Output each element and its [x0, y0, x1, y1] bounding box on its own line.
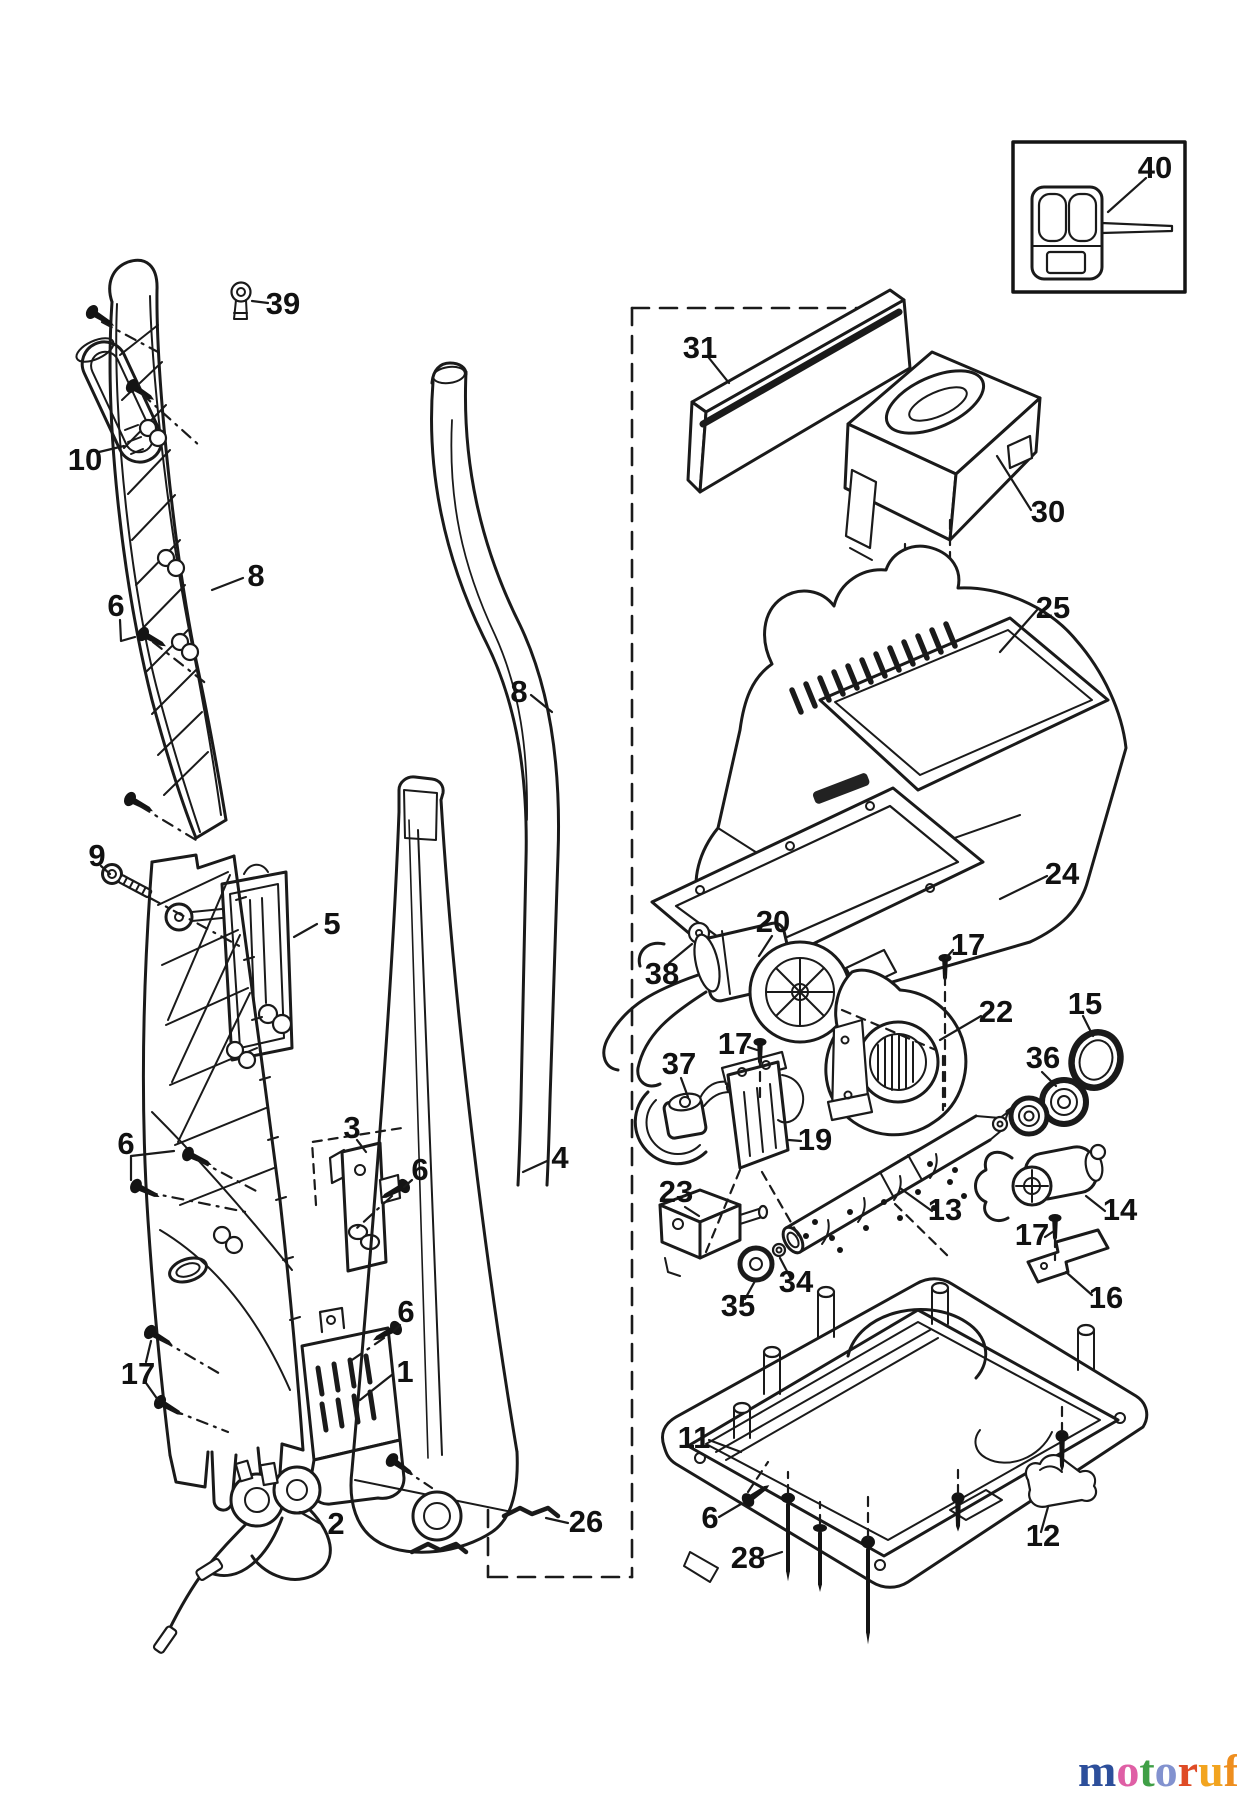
part-36-pulleys: [991, 1077, 1089, 1137]
callout-6-d: 6: [397, 1294, 414, 1329]
callout-24: 24: [1045, 856, 1080, 891]
callout-15: 15: [1068, 986, 1102, 1021]
base-posts: [732, 1281, 1096, 1439]
callout-40: 40: [1138, 150, 1172, 185]
part-1-cord-wrap-plate: [300, 1306, 406, 1506]
callout-6-a: 6: [107, 588, 124, 623]
part-31-filter-panel: [686, 288, 912, 494]
callout-35: 35: [721, 1288, 755, 1323]
callout-labels: 40 39 10 8 6 9 5 6 3 6 6 1 17 2 8 4 26 3…: [68, 150, 1172, 1575]
screw-axis-lines: [100, 320, 1064, 1540]
callout-30: 30: [1031, 494, 1065, 529]
vent-slots: [789, 621, 958, 715]
part-26-clips: [409, 1505, 561, 1555]
lower-handle-body: [141, 853, 305, 1512]
callout-39: 39: [266, 286, 300, 321]
callout-8-mid: 8: [510, 674, 527, 709]
watermark-word: motoruf.de: [1078, 1745, 1237, 1796]
callout-20: 20: [756, 904, 790, 939]
part-34-washer: [771, 1242, 787, 1258]
part-2-cord-assembly: [152, 1459, 332, 1654]
part-4-lower-body-cover: [349, 775, 519, 1554]
lattice-struts: [157, 871, 275, 1206]
leader-lines: [97, 176, 1148, 1561]
dashed-boundary: [486, 306, 864, 1579]
edge-ticks: [235, 896, 301, 1321]
callout-12: 12: [1026, 1518, 1060, 1553]
watermark-logo: motoruf.de: [1078, 1745, 1237, 1796]
part-39-clip: [230, 281, 252, 320]
callout-11: 11: [678, 1420, 711, 1455]
part-9-bolt: [101, 863, 153, 899]
callout-19: 19: [798, 1122, 832, 1157]
callout-10: 10: [68, 442, 102, 477]
part-16-retainer-strip: [1026, 1228, 1110, 1284]
part-40-switch-inset: [1011, 140, 1187, 294]
callout-22: 22: [979, 994, 1013, 1029]
callout-3: 3: [343, 1110, 360, 1145]
callout-8-left: 8: [247, 558, 264, 593]
part-20-vacuum-motor: [602, 921, 852, 1088]
callout-26: 26: [569, 1504, 603, 1539]
callout-1: 1: [396, 1354, 413, 1389]
part-35-wheel: [737, 1245, 775, 1283]
callout-13: 13: [928, 1192, 962, 1227]
callout-23: 23: [659, 1174, 693, 1209]
part-22-blower-housing: [824, 948, 968, 1137]
part-12-cord-clip: [1024, 1454, 1098, 1508]
callout-25: 25: [1036, 590, 1070, 625]
callout-9: 9: [88, 838, 105, 873]
part-19-bracket-plate: [720, 1050, 805, 1170]
part-14-brush-motor: [974, 1143, 1107, 1223]
pivot-grommet: [164, 902, 223, 932]
callout-37: 37: [662, 1046, 696, 1081]
brand-mark: [812, 773, 870, 804]
callout-17-b: 17: [718, 1026, 752, 1061]
bristle-tufts: [803, 1161, 967, 1253]
callout-16: 16: [1089, 1280, 1123, 1315]
part-37-pump: [633, 1079, 737, 1166]
callout-34: 34: [779, 1264, 814, 1299]
grille-lines: [877, 1033, 914, 1091]
part-13-brush-roll: [781, 1101, 1023, 1255]
part-30-recovery-tank: [843, 350, 1042, 561]
boss-cylinders: [138, 418, 200, 662]
part-15-belt: [1068, 1029, 1124, 1091]
callout-6-c: 6: [411, 1152, 428, 1187]
callout-38: 38: [645, 956, 679, 991]
callout-6-e: 6: [701, 1500, 718, 1535]
callout-4: 4: [551, 1140, 569, 1175]
callout-31: 31: [683, 330, 717, 365]
callout-17-a: 17: [951, 927, 985, 962]
callout-17-c: 17: [1015, 1217, 1049, 1252]
callout-28: 28: [731, 1540, 765, 1575]
callout-5: 5: [323, 906, 340, 941]
callout-14: 14: [1103, 1192, 1138, 1227]
part-8-handle-tube: [430, 361, 561, 1187]
callout-17-left: 17: [121, 1356, 155, 1391]
callout-2: 2: [327, 1506, 344, 1541]
callout-36: 36: [1026, 1040, 1060, 1075]
part-11-base-housing: [661, 1277, 1149, 1589]
callout-6-b: 6: [117, 1126, 134, 1161]
part-8-upper-handle-column: [108, 258, 228, 840]
